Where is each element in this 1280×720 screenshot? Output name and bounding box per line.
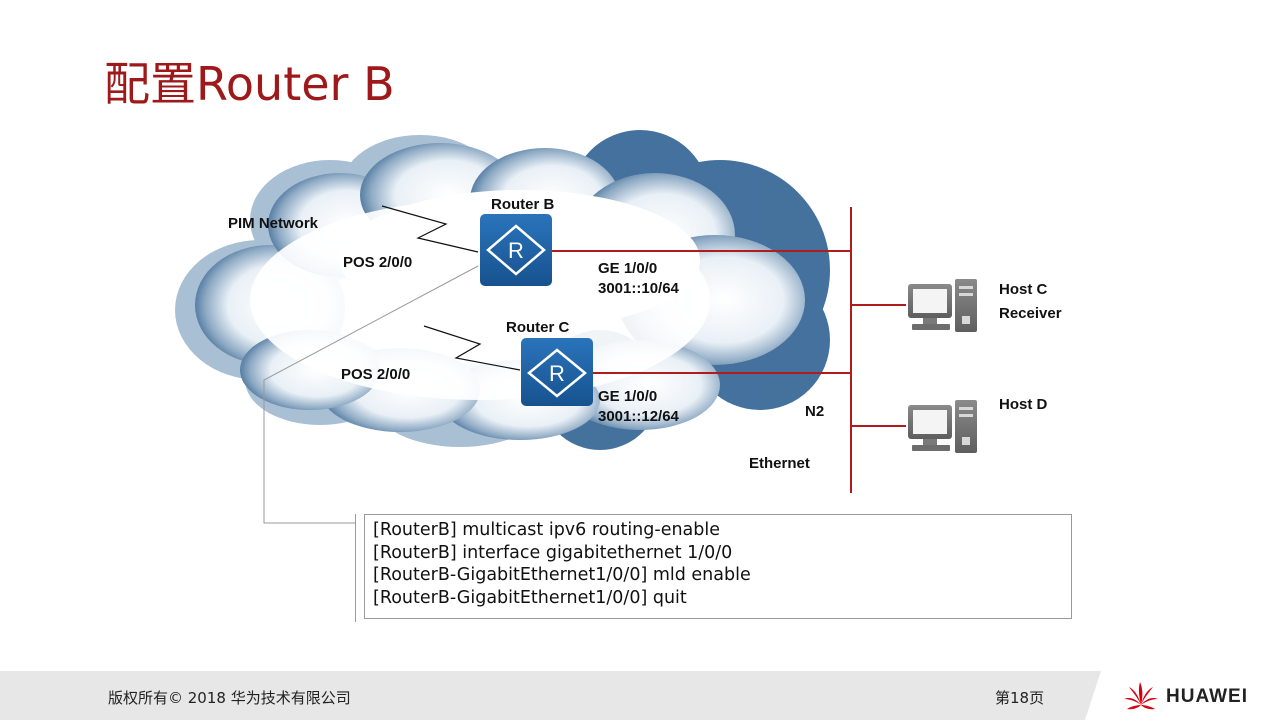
callout-line <box>263 265 479 524</box>
router-b-label: Router B <box>491 196 555 213</box>
pim-network-cloud <box>175 130 830 450</box>
page-number: 第18页 <box>995 689 1045 707</box>
router-b-ge-label: GE 1/0/0 <box>598 260 657 277</box>
host-c-label: Host C <box>999 281 1048 298</box>
svg-text:R: R <box>549 361 565 386</box>
config-line: [RouterB] multicast ipv6 routing-enable <box>373 520 721 540</box>
host-c-role-label: Receiver <box>999 305 1062 322</box>
router-b-icon: R <box>480 214 552 286</box>
segment-name-label: N2 <box>805 403 824 420</box>
router-b-ge-address: 3001::10/64 <box>598 280 680 297</box>
pos-link-router-c <box>423 325 521 371</box>
config-line: [RouterB-GigabitEthernet1/0/0] quit <box>373 587 687 608</box>
pos-link-router-b <box>381 205 479 253</box>
footer-logo-panel <box>1085 671 1280 720</box>
brand-name: HUAWEI <box>1166 686 1248 707</box>
config-bracket <box>355 514 356 622</box>
router-c-icon: R <box>521 338 593 406</box>
router-c-ge-label: GE 1/0/0 <box>598 388 657 405</box>
router-c-label: Router C <box>506 319 570 336</box>
host-d-icon <box>908 400 977 453</box>
svg-text:R: R <box>508 238 524 263</box>
cloud-label: PIM Network <box>228 215 319 232</box>
copyright-text: 版权所有© 2018 华为技术有限公司 <box>108 689 351 707</box>
network-diagram: PIM Network R Router B POS 2/0/0 GE 1/0/… <box>175 130 1062 524</box>
config-line: [RouterB] interface gigabitethernet 1/0/… <box>373 542 733 563</box>
router-c-pos-label: POS 2/0/0 <box>341 366 410 383</box>
segment-type-label: Ethernet <box>749 455 810 472</box>
host-c-icon <box>908 279 977 332</box>
footer: 版权所有© 2018 华为技术有限公司 第18页 HUAWEI <box>0 671 1280 720</box>
huawei-flower-icon <box>1124 682 1158 710</box>
config-box: [RouterB] multicast ipv6 routing-enable … <box>364 514 1072 619</box>
router-b-pos-label: POS 2/0/0 <box>343 254 412 271</box>
router-c-ge-address: 3001::12/64 <box>598 408 680 425</box>
page-title: 配置Router B <box>104 57 395 111</box>
host-d-label: Host D <box>999 396 1048 413</box>
config-line: [RouterB-GigabitEthernet1/0/0] mld enabl… <box>373 565 751 585</box>
